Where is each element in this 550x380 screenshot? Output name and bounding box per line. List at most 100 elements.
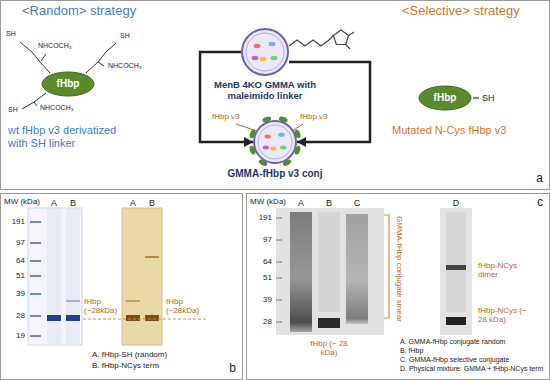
protein-description: Mutated N-Cys fHbp v3 xyxy=(392,124,506,137)
vesicle-caption: GMMA-fHbp v3 conj xyxy=(228,168,323,180)
chemical-group: NHCOCH₃ xyxy=(40,104,74,112)
linker-bond xyxy=(41,54,46,61)
membrane-protein xyxy=(254,44,261,48)
inner-membrane xyxy=(246,33,284,71)
ladder-band xyxy=(30,275,41,277)
protein-band xyxy=(66,315,80,321)
membrane-protein xyxy=(280,145,286,149)
axis-title: MW (kDa) xyxy=(4,197,40,206)
panel-letter: b xyxy=(229,362,236,376)
maleimido-linker xyxy=(289,30,354,49)
reaction-arrow xyxy=(289,62,370,142)
dimer-band xyxy=(446,265,466,270)
band-callout: fHbp-NCys dimer xyxy=(478,261,522,279)
chemical-group: SH xyxy=(8,106,18,114)
faint-band xyxy=(145,256,159,258)
band-callout: fHbp-NCys (~ 28 kDa) xyxy=(478,306,528,324)
gmma-vesicle: MenB 4KO GMMA with maleimido linker xyxy=(241,28,289,76)
membrane-protein xyxy=(252,56,259,60)
inner-membrane xyxy=(258,125,292,159)
western-blot xyxy=(276,208,384,335)
protein-ellipse: fHbp xyxy=(41,71,95,97)
outer-membrane xyxy=(242,29,288,75)
ladder-tick xyxy=(276,240,282,241)
carbonyl-bond xyxy=(349,32,354,36)
protein-description: wt fHbp v3 derivatized with SH linker xyxy=(8,124,132,149)
membrane-protein xyxy=(260,57,267,61)
lane-key: B. fHbp xyxy=(400,347,423,355)
ladder-band xyxy=(30,315,41,317)
strategy-heading: <Random> strategy xyxy=(22,4,136,19)
gel-background xyxy=(122,208,162,345)
conjugate-smear xyxy=(346,214,368,324)
protein-shape xyxy=(419,86,471,110)
lane-key: A. fHbp-SH (random) xyxy=(92,350,167,359)
mw-marker: 191 xyxy=(259,213,272,222)
ladder-band xyxy=(30,293,41,295)
protein-band xyxy=(318,318,340,328)
panel-letter: a xyxy=(536,172,543,186)
silver-gel xyxy=(122,208,162,345)
gel-background xyxy=(28,208,82,345)
lane-letter: D xyxy=(453,198,460,208)
faint-band xyxy=(126,300,140,302)
chemical-group: SH xyxy=(482,93,495,103)
size-marker-dashed-line xyxy=(83,319,208,320)
conj-outline xyxy=(253,120,297,164)
protein-name: fHbp xyxy=(434,92,457,104)
thiol-bond xyxy=(473,97,479,98)
gmma-outline xyxy=(241,28,289,76)
band-callout: fHbp (~ 28 kDa) xyxy=(307,339,351,357)
mw-marker: 28 xyxy=(263,317,272,326)
thiol-linker xyxy=(20,42,116,109)
ladder-tick xyxy=(276,322,282,323)
mw-marker: 97 xyxy=(16,238,25,247)
ladder-band xyxy=(30,260,41,262)
membrane-protein xyxy=(264,134,270,138)
ladder-band xyxy=(30,221,41,223)
ladder-tick xyxy=(276,300,282,301)
mw-marker: 39 xyxy=(263,295,272,304)
lane-letter: B xyxy=(70,198,76,208)
protein-callout: fHbp v3 xyxy=(212,112,240,121)
lane-key: C. GMMA-fHbp selective conjugate xyxy=(400,356,509,364)
band-callout: fHbp (~28kDa) xyxy=(166,297,206,315)
protein-callout: fHbp v3 xyxy=(300,112,328,121)
chemical-group: NHCOCH₃ xyxy=(108,62,142,70)
blot-background xyxy=(440,208,472,335)
panel-letter: c xyxy=(537,196,543,210)
lane-letter: A xyxy=(130,198,136,208)
protein-name: fHbp xyxy=(57,78,80,90)
linker-bond xyxy=(98,62,104,66)
ladder-band xyxy=(30,242,41,244)
panel-frame: fHbp MenB 4KO GMMA with maleimido linker f… xyxy=(0,0,550,190)
mw-marker: 39 xyxy=(16,289,25,298)
mw-marker: 191 xyxy=(12,217,25,226)
chemical-group: SH xyxy=(6,30,16,38)
smear-bracket xyxy=(384,215,389,318)
lane-letter: B xyxy=(149,198,155,208)
gel-lane xyxy=(66,209,80,344)
mw-marker: 19 xyxy=(16,331,25,340)
protein-band xyxy=(446,317,466,325)
ladder-tick xyxy=(276,262,282,263)
lane-key: B. fHbp-NCys term xyxy=(92,361,159,370)
mw-marker: 64 xyxy=(16,256,25,265)
membrane-protein xyxy=(270,146,276,150)
mw-marker: 51 xyxy=(263,273,272,282)
mw-marker: 97 xyxy=(263,235,272,244)
lane-key: D. Physical mixture: GMMA + fHbp-NCys te… xyxy=(400,365,543,373)
coomassie-gel xyxy=(28,208,82,345)
lane-letter: C xyxy=(354,198,361,208)
gel-lane xyxy=(47,209,61,344)
ladder-band xyxy=(30,335,41,337)
membrane-protein xyxy=(278,133,284,137)
faint-lane xyxy=(318,212,340,312)
faint-lane xyxy=(446,212,466,312)
mw-marker: 28 xyxy=(16,311,25,320)
lane-letter: A xyxy=(51,198,57,208)
protein-band xyxy=(126,315,140,321)
axis-title: MW (kDa) xyxy=(250,197,286,206)
